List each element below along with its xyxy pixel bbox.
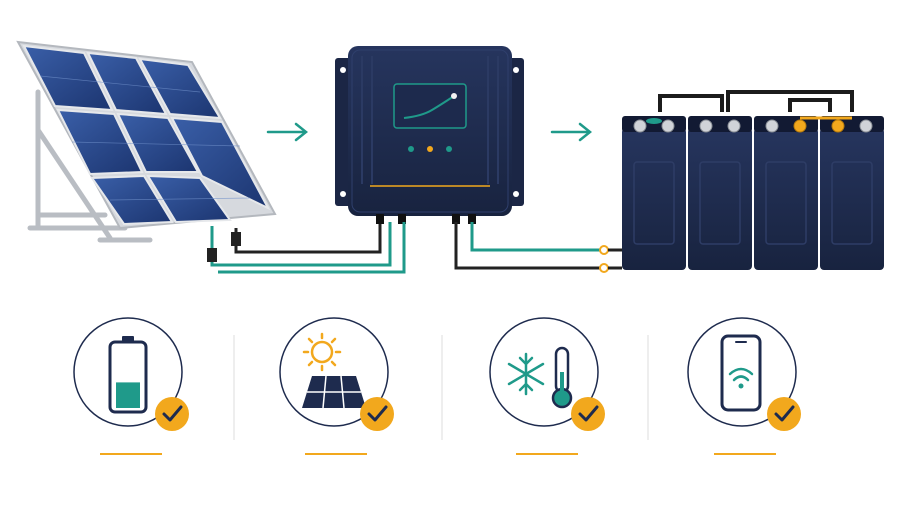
temperature-compensation-check — [489, 317, 605, 455]
check-badge-icon — [155, 397, 189, 431]
panel-cells — [22, 44, 271, 226]
feature-dividers — [233, 335, 649, 440]
flow-arrow-panel-to-controller — [266, 122, 309, 142]
battery-bank — [622, 90, 884, 270]
led-indicator-right — [446, 146, 452, 152]
panel-grid-lines — [39, 75, 251, 201]
battery-cables — [218, 222, 622, 274]
led-indicator-left — [408, 146, 414, 152]
display-trend-icon — [403, 95, 455, 119]
solar-panel-array — [16, 40, 277, 243]
battery-unit — [622, 116, 686, 270]
battery-interconnects — [658, 90, 854, 112]
snowflake-icon — [507, 352, 545, 396]
battery-level-fill — [116, 382, 140, 408]
thermometer-icon — [551, 346, 573, 409]
controller-ribs — [361, 56, 499, 184]
controller-terminals — [376, 214, 476, 224]
charge-controller — [335, 46, 524, 224]
flow-arrow-controller-to-battery — [550, 122, 593, 142]
panel-stand — [27, 89, 153, 243]
panel-cables — [207, 222, 392, 267]
controller-display — [393, 83, 467, 129]
led-indicator-center — [427, 146, 433, 152]
remote-monitoring-check — [687, 317, 801, 455]
battery-unit — [754, 116, 818, 270]
check-badge-icon — [767, 397, 801, 431]
battery-level-check — [73, 317, 189, 455]
check-badge-icon — [360, 397, 394, 431]
smartphone-wifi-icon — [720, 334, 762, 412]
battery-unit — [820, 116, 884, 270]
check-badge-icon — [571, 397, 605, 431]
battery-icon — [108, 336, 148, 414]
battery-unit — [688, 116, 752, 270]
solar-input-check — [279, 317, 394, 455]
sun-panel-icon — [302, 332, 366, 409]
battery-terminals — [633, 116, 873, 133]
